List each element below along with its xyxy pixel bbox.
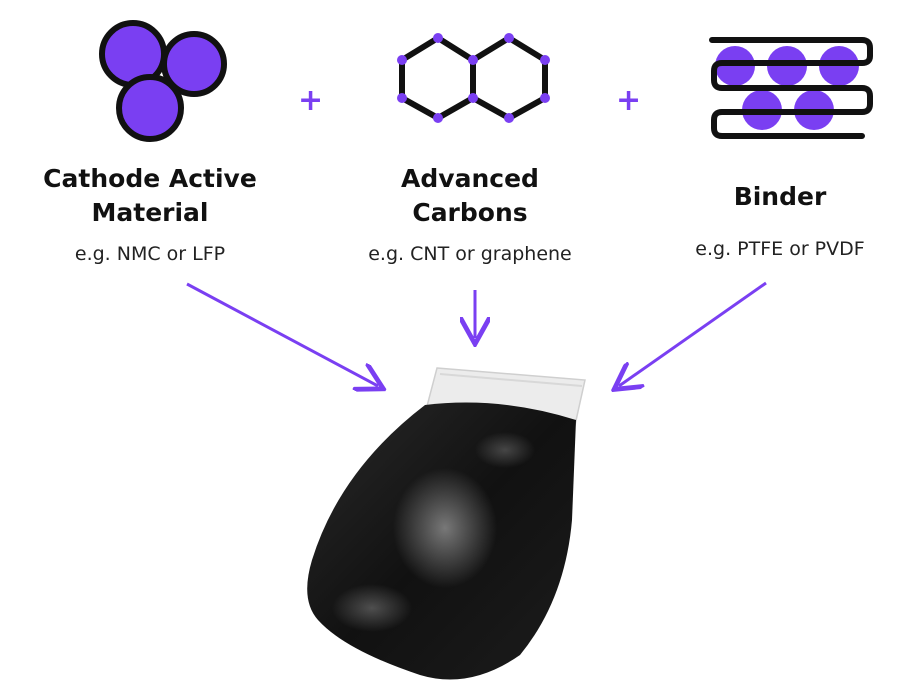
cathode-title: Cathode Active Material [20,162,280,230]
carbons-title-line1: Advanced [401,164,539,193]
arrow-right [619,281,767,386]
cathode-title-line2: Material [91,198,209,227]
plus-sign-2: + [616,83,642,118]
binder-title: Binder [733,182,827,211]
plus-sign-1: + [298,83,324,118]
cathode-title-line1: Cathode Active [43,164,257,193]
carbons-title: Advanced Carbons [340,162,600,230]
arrow-left [186,282,378,386]
binder-subtitle: e.g. PTFE or PVDF [695,238,865,260]
carbons-title-line2: Carbons [412,198,528,227]
cathode-subtitle: e.g. NMC or LFP [74,243,226,265]
carbons-subtitle: e.g. CNT or graphene [368,243,572,265]
